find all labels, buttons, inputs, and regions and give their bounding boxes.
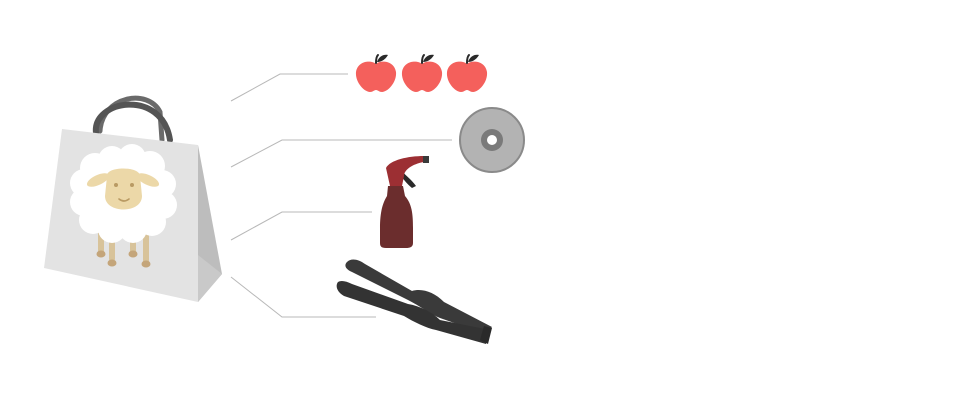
spray-bottle-icon <box>380 156 429 248</box>
apples-group <box>355 54 488 92</box>
sheep-eye-right <box>130 183 134 187</box>
apple-icon <box>401 54 443 92</box>
connector-line-apples <box>230 73 348 102</box>
connector-lines <box>230 73 452 318</box>
sheep-face <box>105 168 142 210</box>
connector-line-hair-straightener <box>230 276 376 318</box>
spray-bottle-body <box>380 186 413 248</box>
sheep-mouth <box>118 198 130 202</box>
bag-side-panel-shade <box>198 255 222 302</box>
sheep-ear-right <box>136 173 160 187</box>
bag-handle-front <box>92 101 173 143</box>
straightener-arm-upper <box>345 259 492 334</box>
connector-line-disc <box>230 139 452 168</box>
shopping-bag-with-sheep-icon <box>44 95 222 302</box>
connector-line-spray-bottle <box>230 211 372 241</box>
sheep-ear-left <box>86 173 110 187</box>
bag-handle-back <box>97 95 165 143</box>
cd-disc-icon <box>459 107 525 173</box>
sheep-head <box>86 168 160 210</box>
hair-straightener-icon <box>336 259 492 344</box>
straightener-hinge-tip <box>480 326 492 344</box>
spray-bottle-head <box>386 156 424 186</box>
spray-bottle-nozzle <box>423 156 429 163</box>
straightener-arm-lower <box>336 280 490 344</box>
apple-icon <box>446 54 488 92</box>
sheep-eye-left <box>114 183 118 187</box>
apple-icon <box>355 54 397 92</box>
